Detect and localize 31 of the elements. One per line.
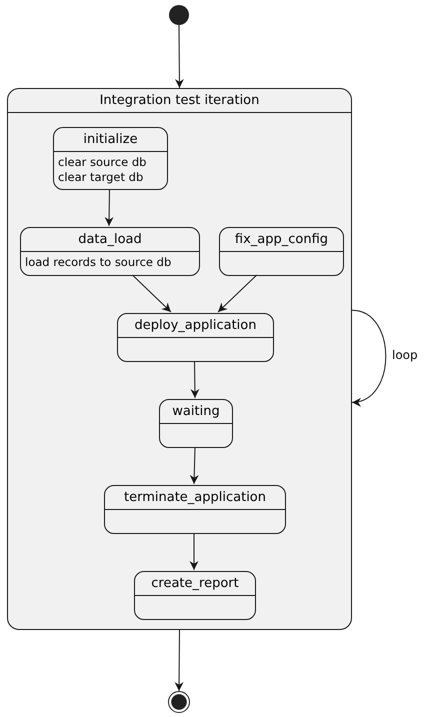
- start-state-circle: [169, 5, 189, 25]
- state-name: deploy_application: [118, 314, 273, 338]
- state-name: Integration test iteration: [8, 89, 351, 113]
- state-description: clear target db: [57, 169, 144, 184]
- state-name: fix_app_config: [220, 228, 343, 252]
- composite-state-box: [7, 88, 352, 630]
- state-name: terminate_application: [105, 486, 285, 510]
- state-box: [53, 127, 168, 190]
- state-name: create_report: [135, 572, 255, 596]
- state-box: [20, 227, 200, 276]
- arrow: [104, 188, 114, 226]
- state-name: data_load: [21, 228, 199, 252]
- end-state-circle: [168, 691, 190, 713]
- state-name: waiting: [160, 400, 232, 424]
- state-box: [134, 571, 256, 620]
- state-description: load records to source db: [24, 254, 172, 269]
- state-box: [104, 485, 286, 534]
- edge-label: loop: [390, 348, 420, 362]
- state-name: initialize: [54, 128, 167, 152]
- arrow: [190, 360, 200, 398]
- arrow: [352, 310, 386, 406]
- arrow: [174, 630, 184, 692]
- arrow: [174, 24, 184, 88]
- arrow: [218, 274, 258, 312]
- state-description: clear source db: [57, 154, 148, 169]
- state-box: [159, 399, 233, 448]
- state-box: [219, 227, 344, 276]
- arrow: [190, 446, 199, 484]
- state-box: [117, 313, 274, 362]
- arrow: [190, 532, 198, 570]
- arrow: [132, 274, 172, 312]
